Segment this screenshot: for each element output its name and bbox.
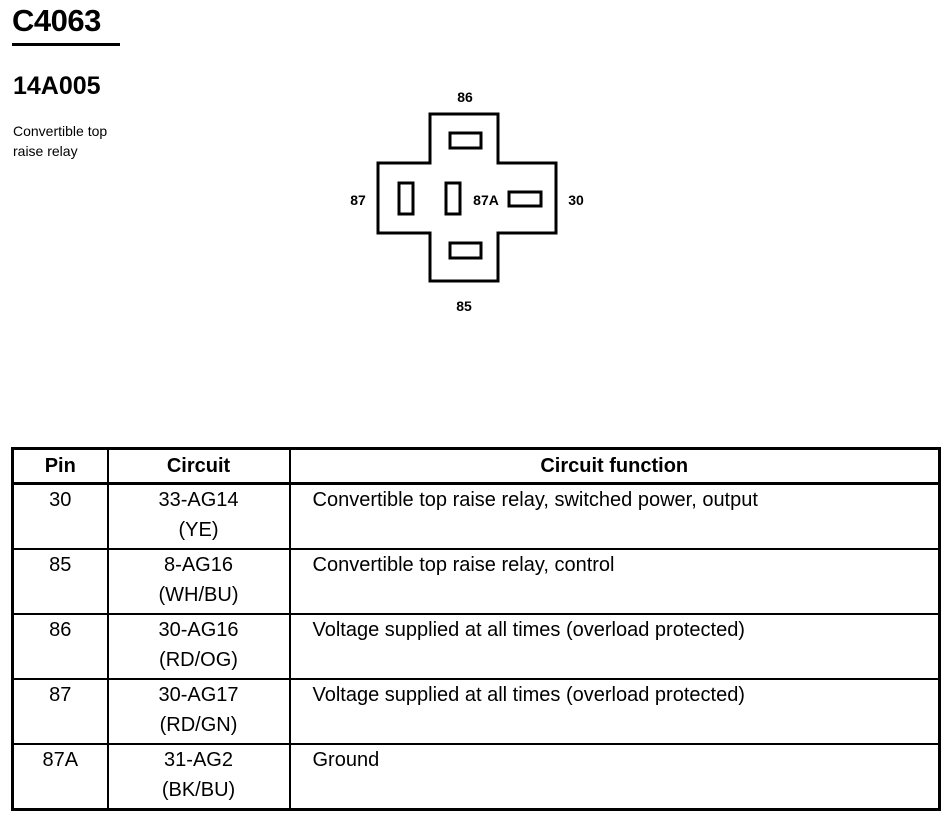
function-cell: Voltage supplied at all times (overload …	[288, 613, 941, 680]
wire-color: (WH/BU)	[158, 584, 239, 606]
table-header-row: Pin Circuit Circuit function	[11, 447, 941, 485]
pin-cell: 87	[11, 678, 109, 745]
terminal-87a-slot	[444, 181, 462, 216]
wire-color: (YE)	[178, 519, 219, 541]
terminal-87-slot	[397, 181, 415, 216]
circuit-cell: 30-AG16 (RD/OG)	[106, 613, 291, 680]
table-row: 30 33-AG14 (YE) Convertible top raise re…	[11, 482, 941, 550]
pin-label-85: 85	[456, 298, 472, 314]
terminal-30-slot	[507, 190, 543, 208]
circuit-code: 30-AG17	[158, 684, 239, 706]
connector-face-outline	[376, 112, 558, 283]
pin-cell: 85	[11, 548, 109, 615]
function-cell: Voltage supplied at all times (overload …	[288, 678, 941, 745]
wire-color: (RD/GN)	[159, 714, 238, 736]
circuit-code: 31-AG2	[164, 749, 233, 771]
title-underline	[12, 43, 120, 46]
part-number: 14A005	[13, 72, 101, 100]
pin-label-86: 86	[457, 89, 473, 105]
function-cell: Ground	[288, 743, 941, 811]
circuit-cell: 31-AG2 (BK/BU)	[106, 743, 291, 811]
circuit-cell: 30-AG17 (RD/GN)	[106, 678, 291, 745]
table-row: 86 30-AG16 (RD/OG) Voltage supplied at a…	[11, 613, 941, 680]
connector-id: C4063	[12, 3, 101, 38]
pin-label-87: 87	[350, 192, 366, 208]
wire-color: (BK/BU)	[161, 779, 236, 801]
pin-cell: 86	[11, 613, 109, 680]
circuit-cell: 33-AG14 (YE)	[106, 482, 291, 550]
connector-description: Convertible top raise relay	[13, 121, 163, 161]
circuit-code: 33-AG14	[158, 489, 239, 511]
pin-cell: 30	[11, 482, 109, 550]
function-cell: Convertible top raise relay, control	[288, 548, 941, 615]
circuit-code: 30-AG16	[158, 619, 239, 641]
column-header-circuit: Circuit	[106, 447, 291, 485]
pin-label-87a: 87A	[473, 192, 499, 208]
description-line-2: raise relay	[13, 143, 78, 159]
wire-color: (RD/OG)	[159, 649, 238, 671]
pin-label-30: 30	[568, 192, 584, 208]
pin-cell: 87A	[11, 743, 109, 811]
terminal-85-slot	[448, 241, 483, 260]
table-row: 87A 31-AG2 (BK/BU) Ground	[11, 743, 941, 811]
relay-connector-diagram: 86 87 87A 30 85	[350, 89, 584, 314]
column-header-pin: Pin	[11, 447, 109, 485]
circuit-code: 8-AG16	[164, 554, 233, 576]
table-row: 87 30-AG17 (RD/GN) Voltage supplied at a…	[11, 678, 941, 745]
function-cell: Convertible top raise relay, switched po…	[288, 482, 941, 550]
description-line-1: Convertible top	[13, 123, 108, 139]
circuit-cell: 8-AG16 (WH/BU)	[106, 548, 291, 615]
terminal-86-slot	[448, 131, 483, 150]
table-row: 85 8-AG16 (WH/BU) Convertible top raise …	[11, 548, 941, 615]
pin-circuit-table: Pin Circuit Circuit function 30 33-AG14 …	[11, 447, 941, 811]
column-header-circuit-function: Circuit function	[288, 447, 941, 485]
